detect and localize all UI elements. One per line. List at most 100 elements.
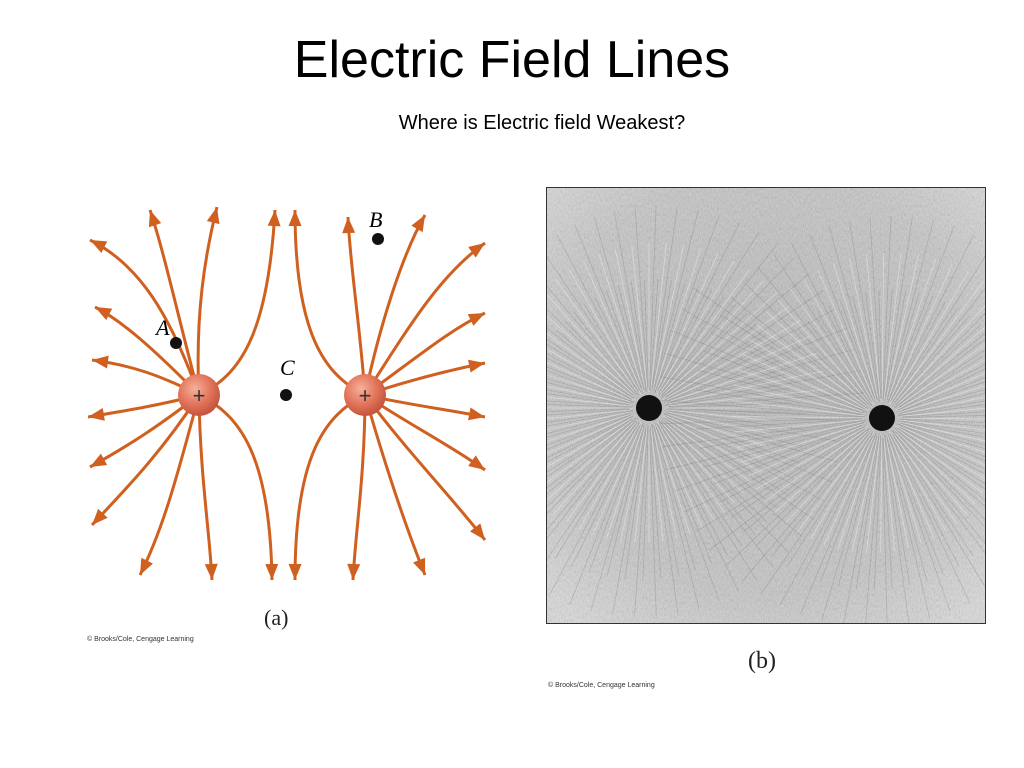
fiber-ray [555, 279, 639, 394]
field-arrowhead [467, 313, 485, 326]
fiber-ray [766, 311, 870, 407]
fiber-ray [665, 346, 775, 401]
fiber-ray [656, 422, 728, 556]
fiber-ray [886, 432, 951, 612]
left-positive-charge [178, 374, 220, 416]
field-arrowheads [88, 207, 485, 580]
fiber-ray [898, 426, 985, 470]
fiber-ray [565, 423, 639, 523]
fiber-ray [886, 435, 928, 582]
fiber-ray [890, 233, 975, 402]
fiber-ray [649, 279, 659, 391]
fiber-ray [886, 436, 931, 619]
fiber-ray [642, 424, 649, 580]
fiber-ray [709, 428, 869, 551]
fiber-ray [547, 418, 635, 483]
fiber-ray [653, 424, 691, 534]
fiber-ray [901, 396, 985, 415]
fiber-ray [664, 410, 842, 443]
fiber-ray [654, 215, 720, 394]
fiber-ray [891, 301, 946, 401]
fiber-ray [800, 433, 876, 614]
fiber-ray [883, 434, 910, 623]
fiber-ray [624, 427, 647, 580]
fiber-ray [662, 320, 801, 401]
fiber-ray [823, 434, 875, 545]
fiber-ray [773, 254, 872, 403]
fiber-ray [837, 436, 877, 549]
fiber-ray [547, 370, 635, 403]
fiber-ray [672, 330, 867, 412]
fiber-ray [892, 315, 971, 407]
fiber-ray [882, 437, 888, 623]
fiber-ray [900, 392, 985, 414]
field-arrowhead [92, 508, 108, 525]
fiber-ray [660, 417, 803, 537]
fiber-ray [652, 244, 685, 392]
fiber-ray [898, 404, 985, 417]
fiber-ray [668, 402, 792, 408]
fiber-ray [650, 424, 679, 614]
fiber-ray [667, 409, 770, 422]
field-arrowhead [288, 564, 302, 580]
fiber-ray [547, 410, 634, 427]
fiber-ray [656, 260, 735, 395]
fiber-ray [547, 422, 640, 560]
fiber-ray [889, 264, 953, 402]
fiber-ray [631, 244, 648, 391]
fiber-ray [547, 423, 638, 540]
fiber-ray [797, 433, 872, 532]
fiber-ray [693, 287, 868, 409]
field-arrowhead [204, 563, 218, 580]
fiber-ray [588, 422, 644, 573]
fiber-ray [889, 432, 960, 567]
fiber-ray [612, 423, 647, 615]
right-positive-charge [344, 374, 386, 416]
right-electrode [869, 405, 895, 431]
figure-a-credit: © Brooks/Cole, Cengage Learning [87, 636, 194, 643]
fiber-ray [899, 372, 985, 411]
point-a-dot [170, 337, 182, 349]
fiber-ray [882, 216, 892, 402]
fiber-ray [895, 324, 982, 406]
fiber-ray [547, 421, 635, 501]
fiber-ray [660, 279, 765, 396]
fiber-ray [891, 307, 959, 404]
fiber-ray [547, 378, 631, 404]
fiber-ray [547, 417, 638, 495]
fiber-ray [658, 399, 865, 417]
field-arrowhead [468, 243, 485, 258]
fiber-ray [741, 429, 872, 582]
fiber-ray [583, 260, 642, 391]
fiber-ray [655, 253, 719, 392]
slide-question: Where is Electric field Weakest? [398, 112, 686, 134]
field-line [346, 216, 367, 396]
fiber-ray [896, 381, 985, 414]
fiber-ray [547, 409, 632, 420]
field-pattern-svg [547, 188, 985, 623]
fiber-ray [547, 420, 636, 508]
fiber-ray [547, 412, 633, 442]
fiber-ray [547, 415, 635, 463]
fiber-ray [605, 290, 644, 394]
fiber-ray [756, 430, 870, 546]
point-b-dot [372, 233, 384, 245]
fiber-ray [666, 422, 864, 470]
field-line [363, 394, 487, 541]
fiber-ray [620, 424, 646, 543]
fiber-ray [820, 432, 877, 582]
fiber-ray [798, 329, 870, 405]
fiber-ray [666, 408, 843, 422]
fiber-ray [592, 424, 643, 536]
fiber-ray [837, 435, 878, 587]
fiber-ray [663, 416, 787, 495]
left-electrode [636, 395, 662, 421]
fiber-ray [548, 425, 640, 597]
fiber-ray [897, 349, 985, 408]
fiber-ray [654, 248, 702, 390]
fiber-ray [652, 209, 699, 391]
left-charge-sign: + [193, 383, 206, 408]
field-line [89, 238, 201, 396]
fiber-ray [757, 267, 873, 406]
fiber-ray [884, 433, 911, 586]
